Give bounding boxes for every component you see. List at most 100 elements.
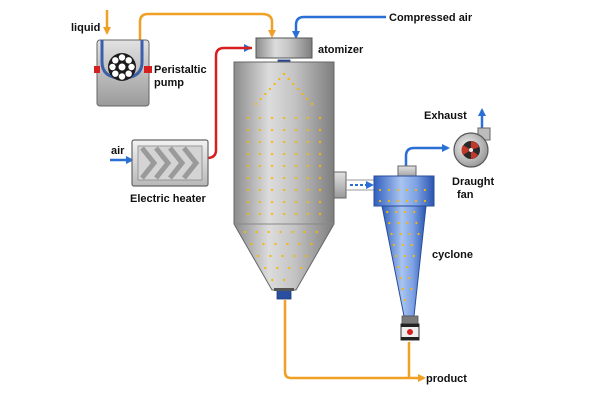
particle-dot <box>270 128 274 132</box>
particle-dot <box>282 116 286 120</box>
particle-dot <box>291 230 294 234</box>
particle-dot <box>318 188 322 192</box>
particle-dot <box>387 199 391 203</box>
particle-dot <box>306 128 310 132</box>
particle-dot <box>318 116 322 120</box>
feed-line <box>138 12 276 40</box>
particle-dot <box>282 128 286 132</box>
particle-dot <box>281 254 284 258</box>
particle-dot <box>410 243 413 247</box>
peristaltic-pump-icon <box>94 39 152 107</box>
particle-dot <box>412 254 416 258</box>
particle-dot <box>258 176 262 180</box>
particle-dot <box>388 221 391 225</box>
particle-dot <box>404 210 407 214</box>
particle-dot <box>405 188 409 192</box>
particle-dot <box>274 242 277 246</box>
particle-dot <box>287 77 290 81</box>
particle-dot <box>318 152 322 156</box>
particle-dot <box>294 164 298 168</box>
compressed-air-label: Compressed air <box>389 12 473 24</box>
particle-dot <box>259 97 262 101</box>
particle-dot <box>294 128 298 132</box>
particle-dot <box>282 164 286 168</box>
particle-dot <box>397 265 400 269</box>
cyclone-label: cyclone <box>432 249 473 261</box>
particle-dot <box>414 188 418 192</box>
particle-dot <box>399 276 402 280</box>
particle-dot <box>282 176 286 180</box>
particle-dot <box>270 212 274 216</box>
product-line <box>283 300 426 382</box>
particle-dot <box>246 188 250 192</box>
particle-dot <box>423 188 427 192</box>
particle-dot <box>246 140 250 144</box>
particle-dot <box>258 200 262 204</box>
particle-dot <box>270 176 274 180</box>
particle-dot <box>306 176 310 180</box>
particle-dot <box>318 128 322 132</box>
particle-dot <box>255 230 258 234</box>
air-label: air <box>111 145 125 157</box>
particle-dot <box>246 152 250 156</box>
particle-dot <box>264 266 267 270</box>
electric-heater-label: Electric heater <box>130 193 207 205</box>
particle-dot <box>306 116 310 120</box>
particle-dot <box>315 230 318 234</box>
particle-dot <box>278 77 281 81</box>
particle-dot <box>282 212 286 216</box>
particle-dot <box>318 176 322 180</box>
particle-dot <box>271 278 274 282</box>
electric-heater-icon <box>131 139 209 187</box>
particle-dot <box>294 116 298 120</box>
particle-dot <box>401 243 404 247</box>
particle-dot <box>270 200 274 204</box>
particle-dot <box>270 140 274 144</box>
particle-dot <box>258 212 262 216</box>
particle-dot <box>282 140 286 144</box>
particle-dot <box>258 128 262 132</box>
particle-dot <box>296 87 300 91</box>
particle-dot <box>270 152 274 156</box>
particle-dot <box>282 188 286 192</box>
particle-dot <box>294 152 298 156</box>
particle-dot <box>305 254 308 258</box>
particle-dot <box>270 188 274 192</box>
particle-dot <box>310 242 313 246</box>
particle-dot <box>318 200 322 204</box>
particle-dot <box>262 242 265 246</box>
particle-dot <box>301 92 304 96</box>
particle-dot <box>268 87 272 91</box>
particle-dot <box>294 212 298 216</box>
particle-dot <box>395 210 398 214</box>
cyclone-outlet-line <box>404 144 450 166</box>
particle-dot <box>246 200 250 204</box>
particle-dot <box>306 200 310 204</box>
particle-dot <box>403 254 407 258</box>
exhaust-label: Exhaust <box>424 110 467 122</box>
particle-dot <box>270 116 274 120</box>
spray-particles <box>243 72 322 282</box>
cyclone-icon <box>373 165 435 341</box>
particle-dot <box>246 116 250 120</box>
particle-dot <box>406 265 409 269</box>
particle-dot <box>408 276 411 280</box>
draught-fan-icon <box>453 127 491 168</box>
particle-dot <box>408 232 411 236</box>
particle-dot <box>415 221 418 225</box>
particle-dot <box>414 199 418 203</box>
peristaltic-pump-label-line1: Peristaltic <box>154 64 207 76</box>
particle-dot <box>282 152 286 156</box>
particle-dot <box>258 116 262 120</box>
particle-dot <box>264 92 267 96</box>
particle-dot <box>318 164 322 168</box>
particle-dot <box>405 199 409 203</box>
particle-dot <box>279 230 282 234</box>
particle-dot <box>417 232 420 236</box>
particle-dot <box>283 278 286 282</box>
particle-dot <box>300 266 303 270</box>
particle-dot <box>306 152 310 156</box>
particle-dot <box>403 298 406 302</box>
particle-dot <box>378 188 382 192</box>
